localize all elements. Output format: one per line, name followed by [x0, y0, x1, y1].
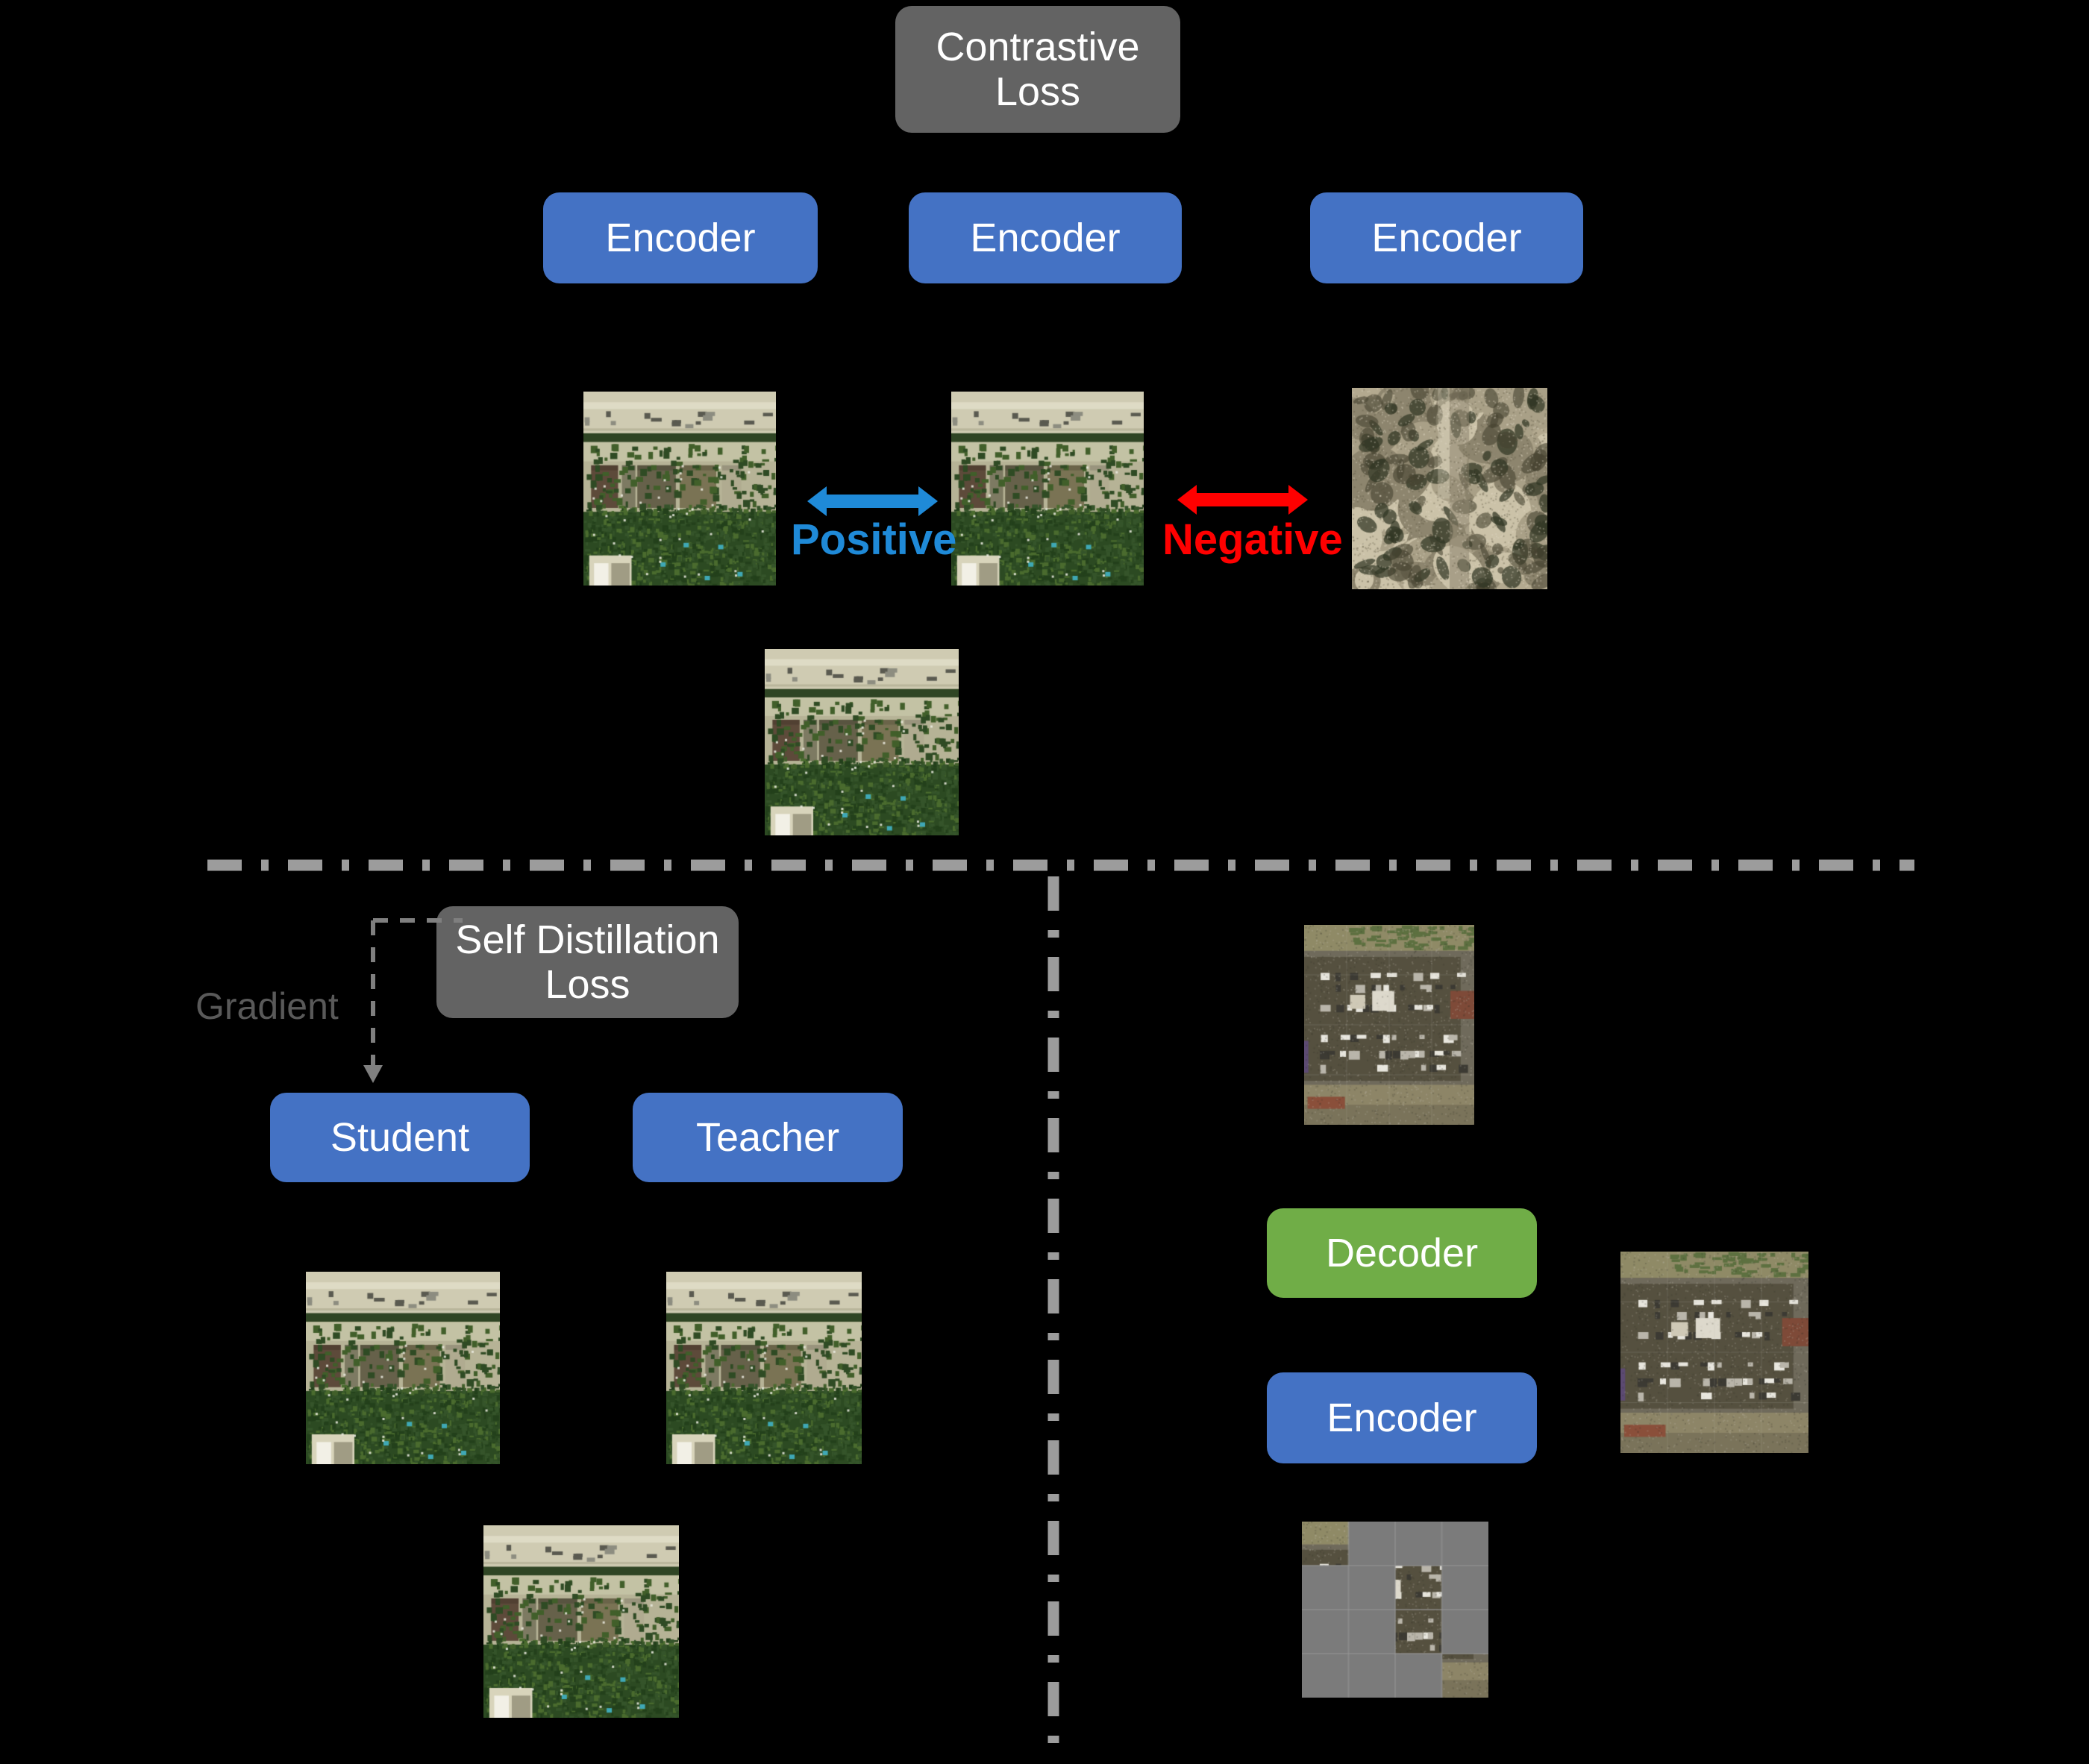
- anchor-view-1-image: [583, 392, 776, 586]
- student-box[interactable]: Student: [270, 1093, 530, 1182]
- gradient-dashed-arrow: [363, 918, 463, 1083]
- negative-label: Negative: [1162, 515, 1343, 564]
- positive-label: Positive: [791, 515, 957, 564]
- reconstructed-output-image: [1620, 1252, 1808, 1453]
- positive-pair-arrow: [807, 486, 938, 516]
- masked-input-image: [1302, 1522, 1488, 1698]
- gradient-label: Gradient: [195, 985, 339, 1027]
- teacher-box[interactable]: Teacher: [633, 1093, 903, 1182]
- horizontal-divider: [207, 856, 1914, 874]
- negative-sample-image: [1352, 388, 1547, 589]
- contrastive-loss-box[interactable]: Contrastive Loss: [895, 6, 1180, 133]
- encoder-box-reconstruction[interactable]: Encoder: [1267, 1372, 1537, 1463]
- source-image: [765, 649, 959, 835]
- encoder-box-middle[interactable]: Encoder: [909, 192, 1182, 283]
- negative-pair-arrow: [1177, 485, 1308, 515]
- vertical-divider: [1044, 876, 1062, 1760]
- reconstruction-target-image: [1304, 925, 1474, 1125]
- encoder-box-left[interactable]: Encoder: [543, 192, 818, 283]
- distill-source-image: [483, 1525, 679, 1718]
- self-distillation-loss-box[interactable]: Self Distillation Loss: [436, 906, 739, 1018]
- encoder-box-right[interactable]: Encoder: [1310, 192, 1583, 283]
- student-crop-image: [306, 1272, 500, 1464]
- decoder-box[interactable]: Decoder: [1267, 1208, 1537, 1298]
- teacher-crop-image: [666, 1272, 862, 1464]
- anchor-view-2-image: [951, 392, 1144, 586]
